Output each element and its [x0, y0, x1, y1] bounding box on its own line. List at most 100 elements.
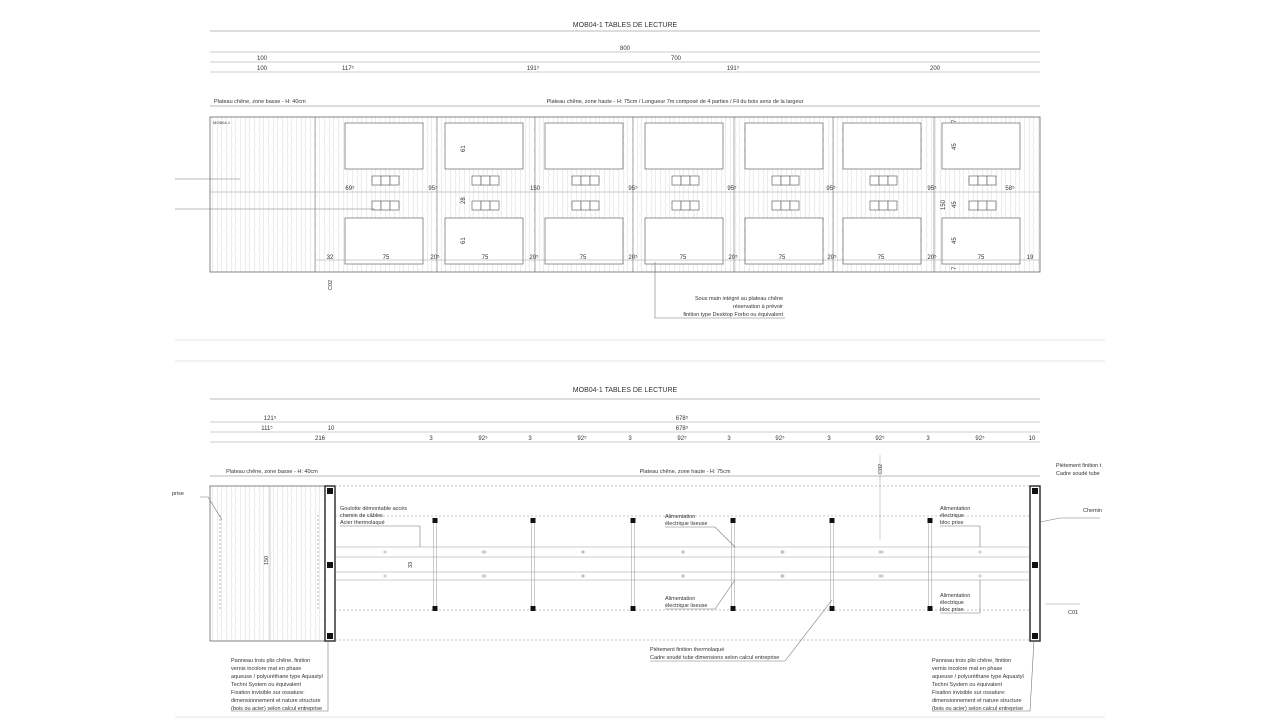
cut-note: Cadre soudé tube: [1056, 471, 1100, 477]
dim: 3: [926, 436, 930, 442]
socket-outlet: [878, 175, 889, 186]
section-mark-c02: C02: [328, 280, 334, 290]
dim: 45: [952, 201, 958, 208]
prise-note: électrique: [940, 600, 964, 606]
pietement-note: Cadre soudé tube dimensions selon calcul…: [650, 655, 779, 661]
leg-foot: [432, 606, 438, 611]
dim: 3: [528, 436, 532, 442]
dim: 10: [1029, 436, 1036, 442]
panel-note-line: (bois ou acier) selon calcul entreprise: [932, 706, 1023, 712]
socket-outlet: [689, 175, 700, 186]
top-view-title: MOB04-1 TABLES DE LECTURE: [573, 22, 678, 29]
section-mark-c01: C01: [1068, 610, 1078, 616]
desk-pad: [344, 122, 424, 170]
dim: 95⁵: [628, 185, 638, 192]
dim: 3: [429, 436, 433, 442]
leader-line: [665, 526, 736, 548]
panel-note-line: vernis incolore mat en phase: [932, 666, 1002, 672]
leg-foot: [432, 518, 438, 523]
socket-outlet: [680, 200, 691, 211]
dim: 20⁵: [529, 254, 539, 261]
panel-note-line: vernis incolore mat en phase: [231, 666, 301, 672]
dim: 100: [257, 66, 268, 72]
dim: 121⁵: [264, 415, 277, 422]
dim: 95⁵: [826, 185, 836, 192]
dim: 191⁵: [527, 65, 540, 72]
desk-pad: [444, 122, 524, 170]
panel-note-line: Panneau trois plis chêne, finition: [231, 658, 310, 664]
socket-outlet: [571, 200, 582, 211]
dim: 200: [930, 66, 941, 72]
note-line: réservation à prévoir: [733, 304, 783, 310]
cut-note: Chemin: [1083, 508, 1102, 514]
desk-pad: [744, 217, 824, 265]
socket-outlet: [671, 200, 682, 211]
dim: 75: [383, 255, 390, 261]
dim: 100: [257, 56, 268, 62]
dim: 95⁵: [428, 185, 438, 192]
socket-outlet: [489, 175, 500, 186]
goulotte-note: chemin de câbles: [340, 513, 383, 519]
socket-outlet: [471, 175, 482, 186]
dim: 69⁵: [345, 185, 355, 192]
panel-note-line: Fixation invisible sur ossature:: [231, 690, 305, 696]
label-zone-basse: Plateau chêne, zone basse - H: 40cm: [214, 99, 306, 105]
socket-outlet: [480, 200, 491, 211]
panel-note-left: Panneau trois plis chêne, finition vernis…: [231, 658, 323, 712]
desk-pad: [842, 122, 922, 170]
dim: 92⁵: [478, 435, 488, 442]
liseuse-note: Alimentation: [665, 596, 695, 602]
dim: 3: [827, 436, 831, 442]
leg-foot: [829, 518, 835, 523]
liseuse-note: électrique liseuse: [665, 521, 708, 527]
panel-note-line: (bois ou acier) selon calcul entreprise: [231, 706, 322, 712]
dim: 92⁵: [677, 435, 687, 442]
dim: 28: [461, 197, 467, 204]
socket-outlet: [489, 200, 500, 211]
leader-line: [665, 579, 736, 610]
post-marker: [327, 488, 333, 494]
socket-outlet: [389, 200, 400, 211]
dim: 58⁵: [1005, 185, 1015, 192]
socket-outlet: [789, 200, 800, 211]
note-leader: [654, 262, 785, 319]
dim: 20⁵: [827, 254, 837, 261]
dim: 20⁵: [927, 254, 937, 261]
liseuse-note: électrique liseuse: [665, 603, 708, 609]
dim: 75: [482, 255, 489, 261]
dim: 20⁵: [430, 254, 440, 261]
reading-desks: [314, 117, 1021, 272]
note-line: Sous main intégré au plateau chêne: [695, 296, 783, 302]
panel-note-line: aqueuse / polyuréthane type Aquastyl: [231, 674, 323, 680]
inner-dim: 33: [408, 562, 414, 568]
socket-outlet: [371, 200, 382, 211]
socket-outlet: [887, 200, 898, 211]
dim: 61: [461, 237, 467, 244]
leg-foot: [730, 518, 736, 523]
socket-outlet: [571, 175, 582, 186]
leg-foot: [829, 606, 835, 611]
desk-pad: [544, 217, 624, 265]
elevation-view: MOB04-1 TABLES DE LECTURE 121⁵ 678⁵ 111⁵…: [172, 387, 1102, 712]
socket-outlet: [480, 175, 491, 186]
top-view: MOB04-1 TABLES DE LECTURE 800 100 700 10…: [175, 22, 1041, 319]
table-legs: [383, 518, 982, 611]
panel-note-line: Panneau trois plis chêne, finition: [932, 658, 1011, 664]
post-marker: [1032, 633, 1038, 639]
label-zone-haute: Plateau chêne, zone haute - H: 75cm: [640, 469, 731, 475]
leg-foot: [630, 606, 636, 611]
socket-outlet: [589, 200, 600, 211]
leader-line: [340, 525, 421, 547]
desk-pad: [444, 217, 524, 265]
panel-note-line: dimensionnement et nature structure: [231, 698, 321, 704]
dim: 111⁵: [261, 425, 273, 432]
dim: 92⁵: [775, 435, 785, 442]
socket-outlet: [878, 200, 889, 211]
prise-note: bloc prise: [940, 520, 964, 526]
desk-pad: [344, 217, 424, 265]
socket-outlet: [977, 200, 988, 211]
goulotte-note: Goulotte démontable accès: [340, 506, 407, 512]
desk-pad: [941, 217, 1021, 265]
pietement-note: Piètement finition thermolaqué: [650, 647, 724, 653]
socket-outlet: [589, 175, 600, 186]
